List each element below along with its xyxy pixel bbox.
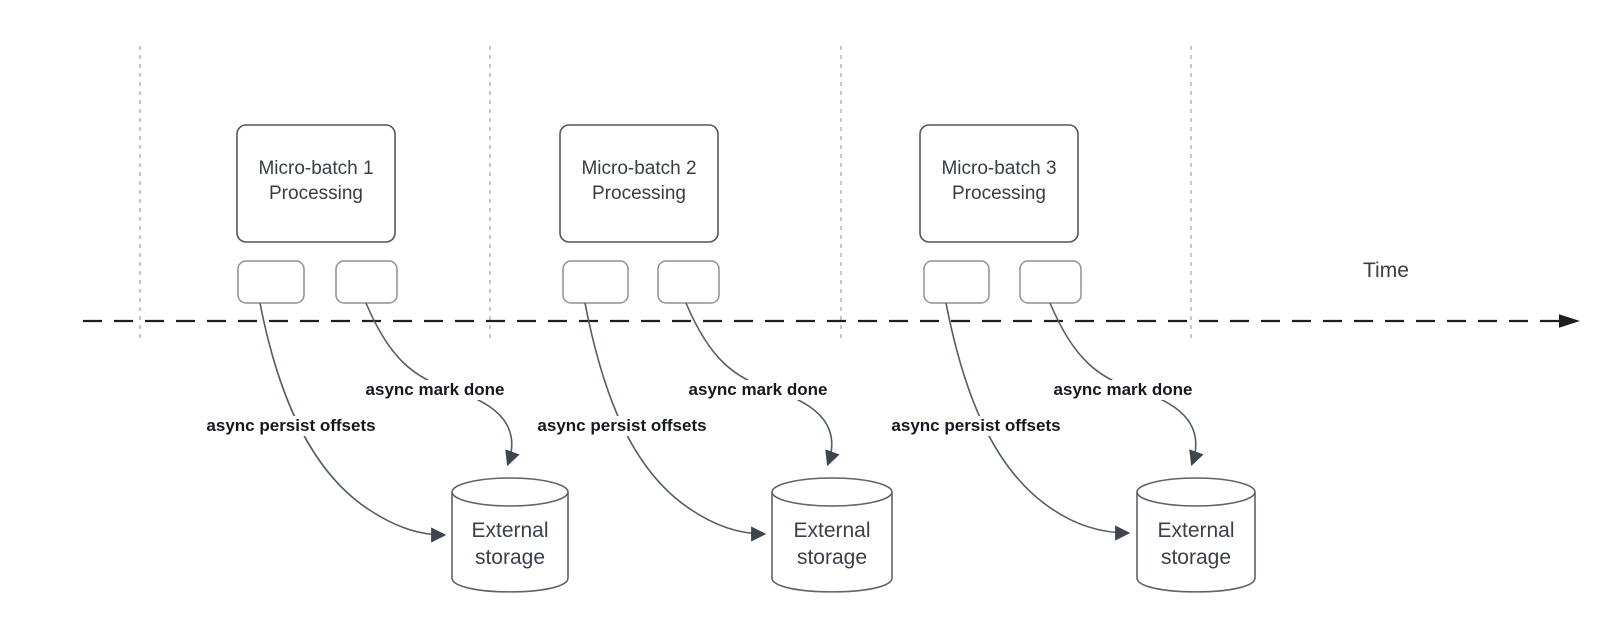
- batch-2-done-box: [657, 260, 720, 304]
- batch-1-persist-arrow: [259, 302, 447, 543]
- time-axis-label: Time: [1363, 259, 1409, 282]
- batch-2-storage-label: External storage: [793, 519, 871, 569]
- batch-2-title: Micro-batch 2 Processing: [581, 158, 697, 204]
- batch-3-storage-cylinder: [1136, 477, 1256, 593]
- batch-2-processing-box: [559, 124, 719, 243]
- batch-3-title: Micro-batch 3 Processing: [941, 158, 1057, 204]
- batch-2-storage-cylinder: [771, 477, 893, 593]
- batch-3-persist-arrow: [945, 302, 1131, 541]
- batch-1-storage-cylinder: [451, 477, 569, 593]
- batch-3-done-label: async mark done: [1051, 380, 1195, 400]
- batch-1-persist-label: async persist offsets: [204, 416, 378, 436]
- batch-3-processing-box: [919, 124, 1079, 243]
- batch-2-done-label: async mark done: [686, 380, 830, 400]
- batch-1-persist-box: [237, 260, 305, 304]
- batch-2-persist-label: async persist offsets: [535, 416, 709, 436]
- batch-1-storage-label: External storage: [471, 519, 549, 569]
- batch-1-processing-box: [236, 124, 396, 243]
- time-axis-arrowhead-icon: [1559, 314, 1580, 328]
- batch-1-done-box: [335, 260, 398, 304]
- batch-1-done-label: async mark done: [363, 380, 507, 400]
- batch-3-persist-label: async persist offsets: [889, 416, 1063, 436]
- batch-2-persist-arrow: [584, 302, 767, 542]
- batch-3-persist-box: [923, 260, 990, 304]
- batch-3-storage-label: External storage: [1157, 519, 1235, 569]
- batch-3-done-box: [1019, 260, 1082, 304]
- batch-2-persist-box: [562, 260, 629, 304]
- batch-1-title: Micro-batch 1 Processing: [258, 158, 374, 204]
